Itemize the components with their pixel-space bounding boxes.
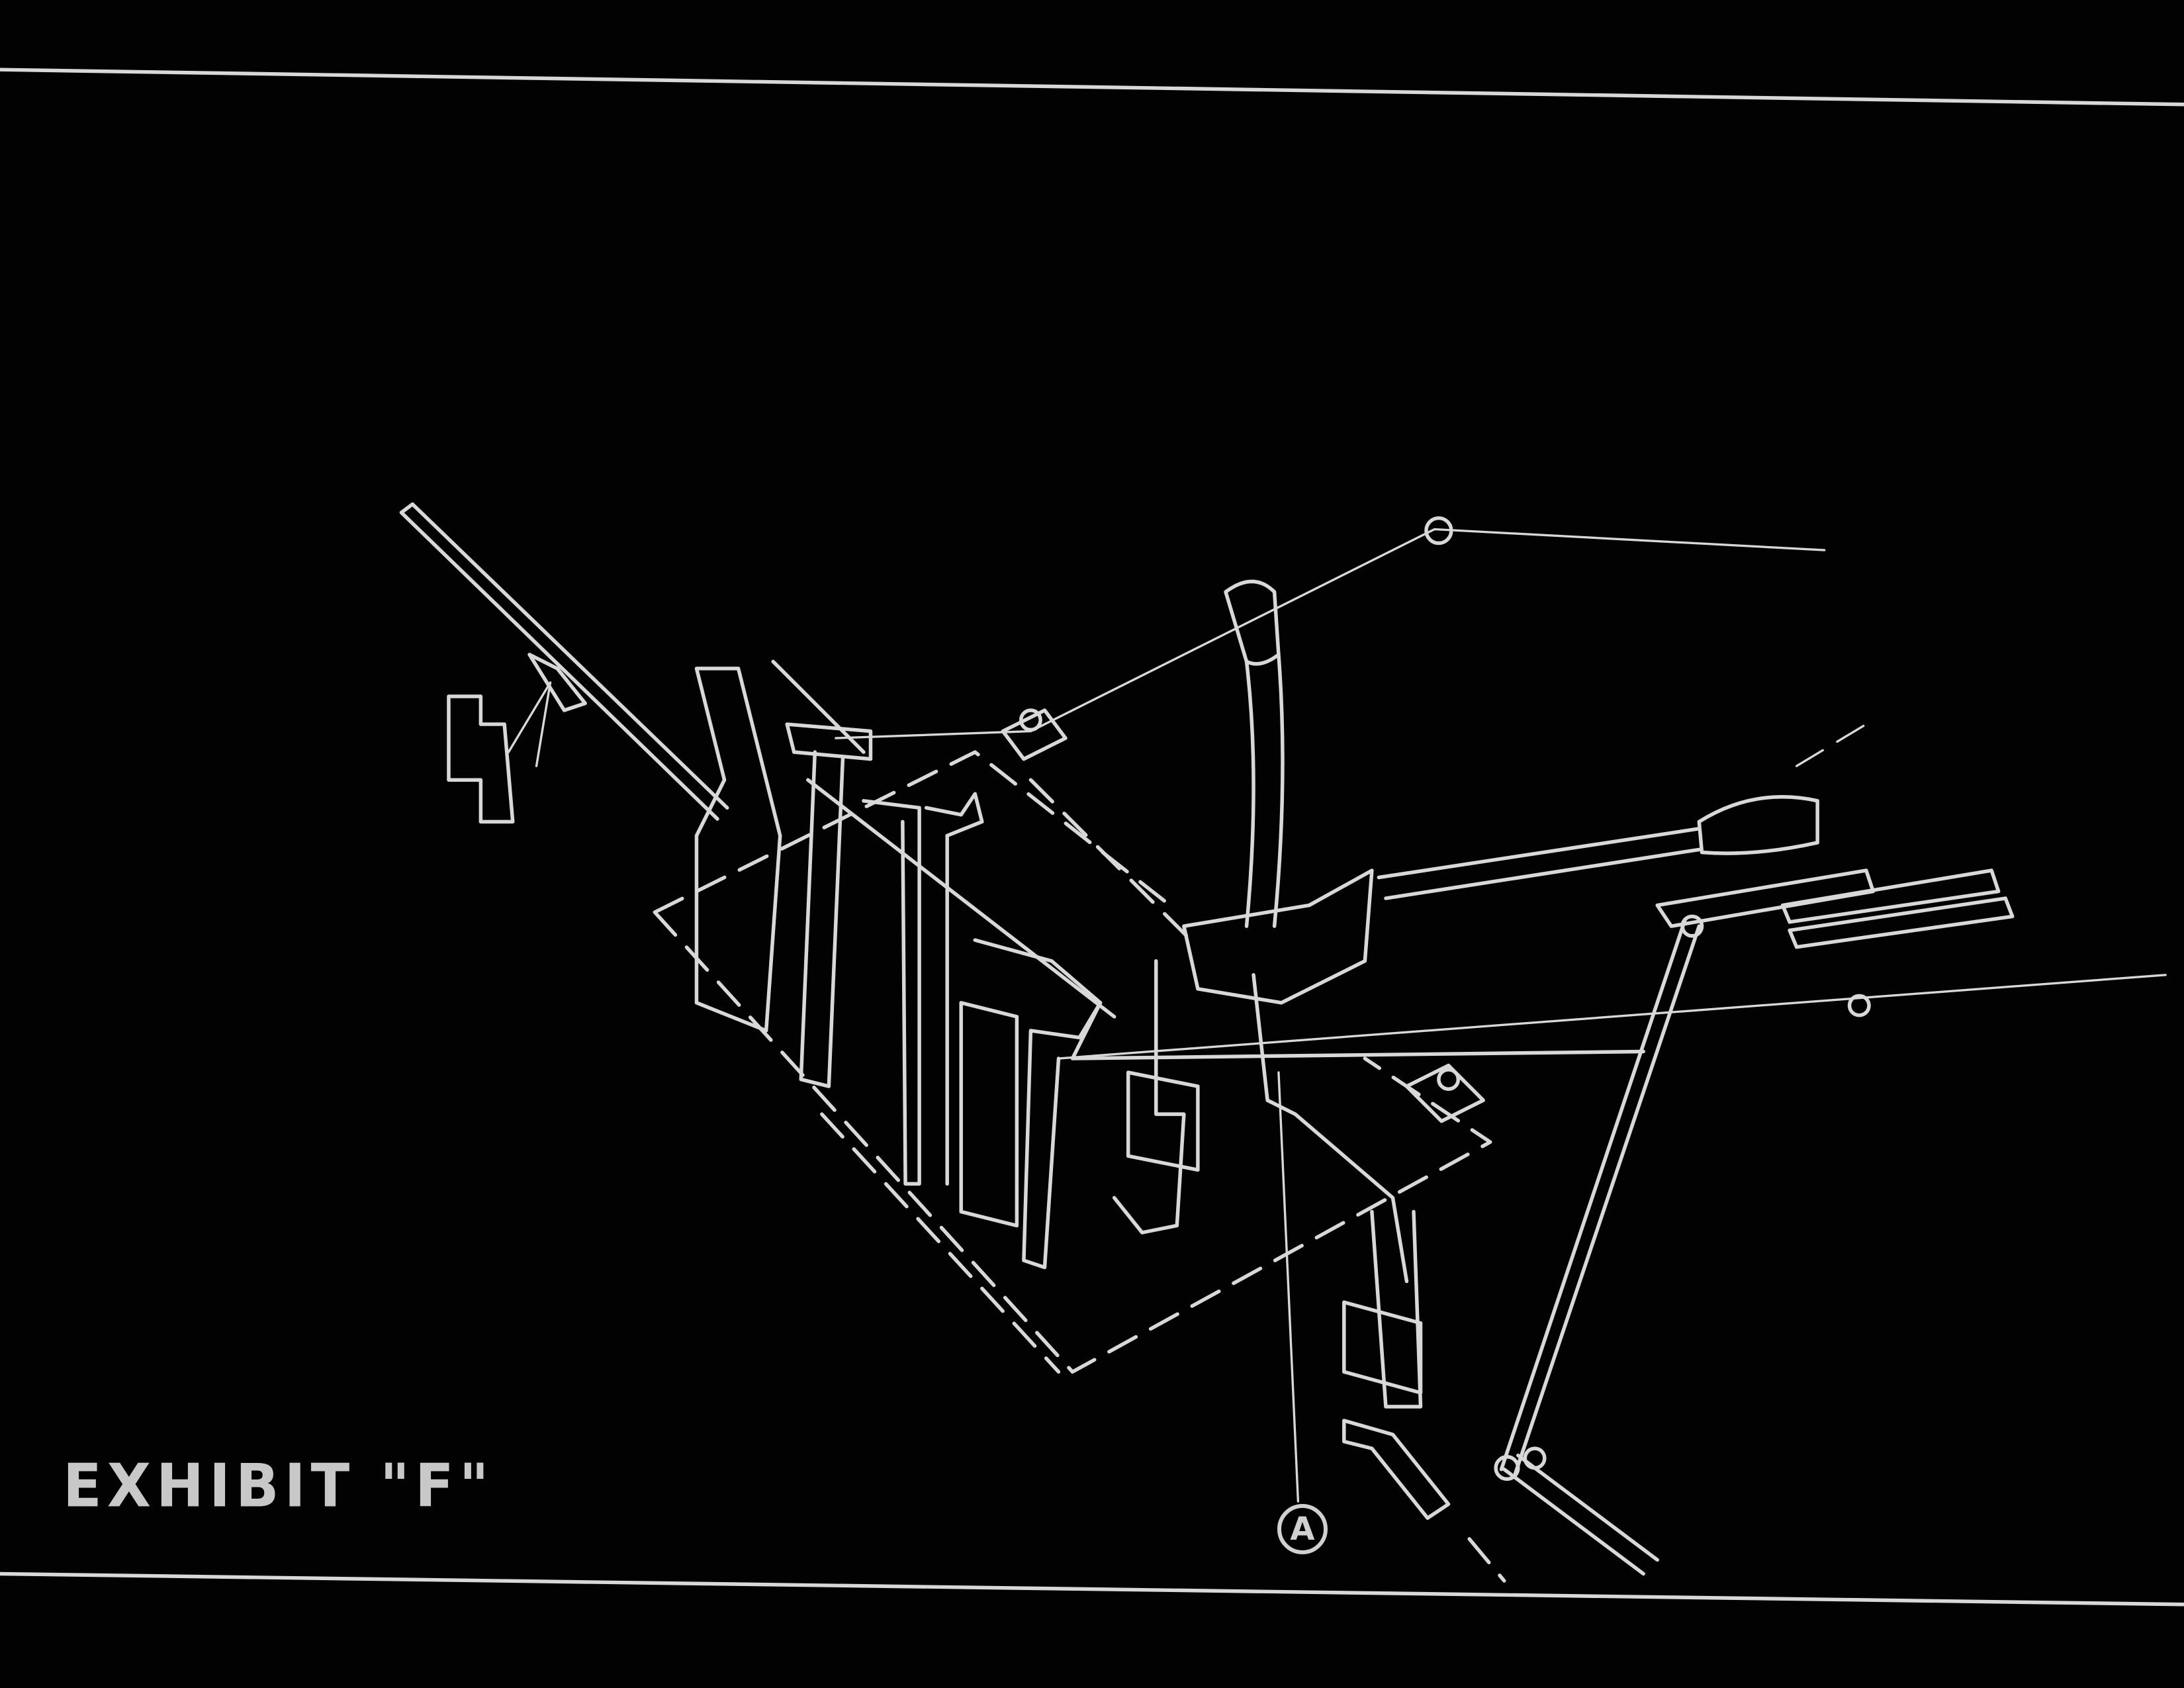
shift-lever [1112,579,1409,1284]
bottom-rule [0,1571,2184,1607]
exhibit-label: EXHIBIT "F" [63,1451,494,1521]
lower-linkage [1277,914,1704,1583]
right-bars [1057,868,2167,1123]
cable [835,516,1826,761]
left-rod [399,502,729,824]
handle-rod [1377,723,1868,900]
control-levers [694,659,1645,1270]
top-rule [0,68,2184,107]
border-lines [0,68,2184,1607]
callout-a: A [1277,1504,1328,1554]
